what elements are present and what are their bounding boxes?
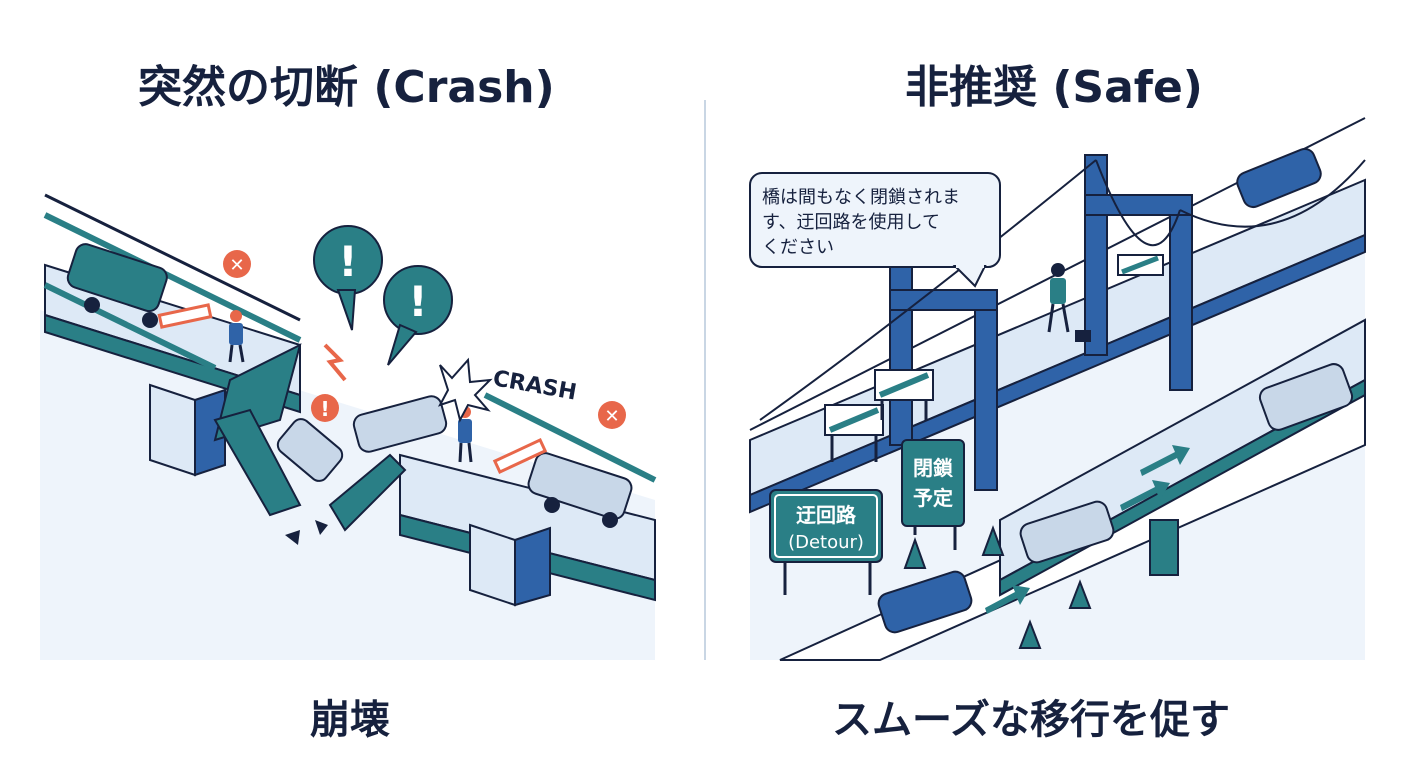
traffic-cone-icon <box>1018 619 1042 649</box>
bypass-pier <box>1149 519 1179 576</box>
right-ground <box>750 205 1365 660</box>
car-icon <box>527 452 633 528</box>
barricade-icon <box>492 438 548 474</box>
svg-text:✕: ✕ <box>604 406 619 427</box>
detour-sign: 迂回路 (Detour) <box>769 489 883 595</box>
arrow-icon <box>1120 480 1170 511</box>
traffic-cone-icon <box>981 525 1005 556</box>
exclaim-mark: ! <box>338 237 357 286</box>
exclaim-mark: ! <box>408 277 427 326</box>
car-icon <box>66 243 168 328</box>
right-rail <box>483 392 657 483</box>
left-rail <box>43 212 302 343</box>
closing-sign-line1: 閉鎖 <box>913 456 954 480</box>
bridge-cable <box>1179 159 1366 228</box>
car-icon <box>276 418 344 482</box>
right-pier-side <box>514 526 551 607</box>
svg-text:✕: ✕ <box>229 255 244 276</box>
closing-sign-line2: 予定 <box>913 486 953 510</box>
toolbox-icon <box>1075 330 1091 342</box>
alert-icon: ! <box>311 394 339 422</box>
closing-sign: 閉鎖 予定 <box>901 439 965 550</box>
crash-label: CRASH <box>491 366 578 405</box>
arrow-icon <box>1140 445 1190 476</box>
left-pier <box>149 383 196 477</box>
speech-line: 橋は間もなく閉鎖されま <box>762 187 960 208</box>
bridge-tower <box>1084 154 1193 391</box>
speech-line: ください <box>762 237 834 258</box>
alert-icon: ! <box>313 225 383 331</box>
barricade-icon <box>874 369 934 420</box>
right-pier <box>469 523 516 607</box>
broken-slab-2 <box>213 408 302 517</box>
detour-sign-line2: (Detour) <box>788 532 864 553</box>
notice-speech-bubble: 橋は間もなく閉鎖されま す、迂回路を使用して ください <box>749 172 1001 288</box>
left-rail-top <box>44 193 301 322</box>
barricade-icon <box>1117 254 1164 276</box>
left-rail-front <box>43 282 217 371</box>
close-icon: ✕ <box>598 401 626 429</box>
right-illustration: 橋は間もなく閉鎖されま す、迂回路を使用して ください 迂回路 (Detour)… <box>749 117 1366 661</box>
speech-line: す、迂回路を使用して <box>762 212 940 233</box>
car-icon <box>1258 363 1354 431</box>
bridge-cable <box>759 159 1097 421</box>
traffic-cone-icon <box>903 537 927 569</box>
car-icon <box>1236 147 1322 209</box>
detour-sign-line1: 迂回路 <box>796 503 857 527</box>
person-icon <box>228 310 245 363</box>
car-icon <box>877 570 973 634</box>
panel-divider <box>704 100 706 660</box>
exclaim-mark: ! <box>320 397 329 421</box>
lightning-icon <box>323 343 347 382</box>
traffic-cone-icon <box>1068 579 1092 609</box>
left-pier-side <box>194 388 226 477</box>
car-icon <box>352 395 448 453</box>
barricade-icon <box>157 303 213 329</box>
close-icon: ✕ <box>223 250 251 278</box>
broken-slab-3 <box>328 453 407 532</box>
right-panel-caption: スムーズな移行を促す <box>832 697 1230 743</box>
debris <box>285 530 300 545</box>
barricade-icon <box>824 404 884 462</box>
alert-icon: ! <box>383 265 453 366</box>
left-panel-caption: 崩壊 <box>310 697 390 743</box>
debris <box>315 520 328 535</box>
left-panel-title: 突然の切断 (Crash) <box>138 62 555 113</box>
crash-burst-icon <box>437 357 493 423</box>
car-icon <box>1019 500 1115 564</box>
left-illustration: ! ! ! ✕ ✕ CRASH <box>40 193 657 660</box>
right-panel-title: 非推奨 (Safe) <box>905 62 1203 113</box>
person-icon <box>1047 263 1070 333</box>
arrow-icon <box>985 585 1030 614</box>
bridge-cable <box>1095 159 1181 246</box>
